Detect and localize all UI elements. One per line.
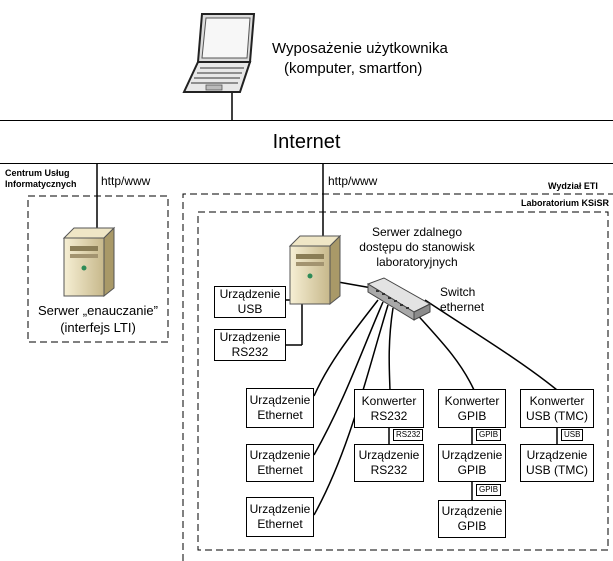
faculty-label: Wydział ETI xyxy=(548,181,598,191)
converter-usbtmc-line1: Konwerter xyxy=(529,393,585,408)
device-usbtmc-box: Urządzenie USB (TMC) xyxy=(520,444,594,482)
device-rs232-box: Urządzenie RS232 xyxy=(214,329,286,361)
device-usbtmc-line2: USB (TMC) xyxy=(526,463,588,477)
device-gpib-2-box: Urządzenie GPIB xyxy=(438,500,506,538)
device-gpib-2-line1: Urządzenie xyxy=(441,504,503,518)
cui-title: Centrum Usług Informatycznych xyxy=(5,168,77,190)
cui-area xyxy=(27,195,169,343)
lms-server-label-line2: (interfejs LTI) xyxy=(60,320,136,335)
device-usb-line1: Urządzenie xyxy=(219,287,281,301)
device-ethernet-1-box: Urządzenie Ethernet xyxy=(246,388,314,428)
converter-usbtmc-line2: USB (TMC) xyxy=(526,408,588,423)
device-rs232-2-line1: Urządzenie xyxy=(358,448,420,462)
converter-gpib-line1: Konwerter xyxy=(444,393,500,408)
usb-link-tag: USB xyxy=(561,429,584,441)
ethernet-switch-icon xyxy=(366,277,432,321)
lms-server-icon xyxy=(62,226,116,298)
device-gpib-1-line2: GPIB xyxy=(457,463,487,477)
device-gpib-1-line1: Urządzenie xyxy=(441,448,503,462)
device-gpib-1-box: Urządzenie GPIB xyxy=(438,444,506,482)
cui-title-line1: Centrum Usług xyxy=(5,168,70,178)
converter-rs232-box: Konwerter RS232 xyxy=(354,389,424,428)
remote-server-label-line1: Serwer zdalnego xyxy=(371,225,463,239)
converter-gpib-box: Konwerter GPIB xyxy=(438,389,506,428)
device-usbtmc-line1: Urządzenie xyxy=(526,448,588,462)
device-ethernet-2-line1: Urządzenie xyxy=(249,448,311,462)
lab-label: Laboratorium KSiSR xyxy=(521,198,610,208)
cui-title-line2: Informatycznych xyxy=(5,179,77,189)
protocol-label-left: http/www xyxy=(101,174,151,188)
user-equipment-title: Wyposażenie użytkownika xyxy=(272,40,448,57)
converter-rs232-line1: Konwerter xyxy=(361,393,417,408)
device-ethernet-2-line2: Ethernet xyxy=(257,463,303,477)
remote-server-label-line3: laboratoryjnych xyxy=(376,255,458,269)
device-ethernet-3-line2: Ethernet xyxy=(257,517,303,531)
lms-server-label-line1: Serwer „enauczanie” xyxy=(38,303,158,318)
remote-server-label-line2: dostępu do stanowisk xyxy=(359,240,475,254)
device-ethernet-3-box: Urządzenie Ethernet xyxy=(246,497,314,537)
internet-band: Internet xyxy=(0,120,613,164)
rs232-link-tag: RS232 xyxy=(393,429,424,441)
device-ethernet-3-line1: Urządzenie xyxy=(249,502,311,516)
converter-rs232-line2: RS232 xyxy=(370,408,408,423)
device-ethernet-2-box: Urządzenie Ethernet xyxy=(246,444,314,482)
remote-access-server-icon xyxy=(288,234,342,306)
device-rs232-line1: Urządzenie xyxy=(219,330,281,344)
converter-usbtmc-box: Konwerter USB (TMC) xyxy=(520,389,594,428)
switch-label: Switch ethernet xyxy=(440,285,484,315)
device-usb-box: Urządzenie USB xyxy=(214,286,286,318)
user-equipment-subtitle: (komputer, smartfon) xyxy=(284,60,423,77)
lms-server-label: Serwer „enauczanie” (interfejs LTI) xyxy=(34,302,162,336)
remote-server-label: Serwer zdalnego dostępu do stanowisk lab… xyxy=(354,225,480,270)
device-usb-line2: USB xyxy=(237,302,263,316)
device-ethernet-1-line1: Urządzenie xyxy=(249,393,311,407)
protocol-label-right: http/www xyxy=(328,174,378,188)
device-rs232-2-box: Urządzenie RS232 xyxy=(354,444,424,482)
switch-label-line2: ethernet xyxy=(440,300,485,314)
device-gpib-2-line2: GPIB xyxy=(457,519,487,533)
converter-gpib-line2: GPIB xyxy=(457,408,487,423)
device-rs232-2-line2: RS232 xyxy=(370,463,408,477)
laptop-icon xyxy=(182,13,256,93)
internet-label: Internet xyxy=(272,130,341,153)
gpib-link-tag-2: GPIB xyxy=(476,484,502,496)
device-ethernet-1-line2: Ethernet xyxy=(257,408,303,422)
gpib-link-tag-1: GPIB xyxy=(476,429,502,441)
device-rs232-line2: RS232 xyxy=(231,345,269,359)
switch-label-line1: Switch xyxy=(440,285,476,299)
lab-area xyxy=(197,211,609,551)
eti-area xyxy=(182,193,613,561)
